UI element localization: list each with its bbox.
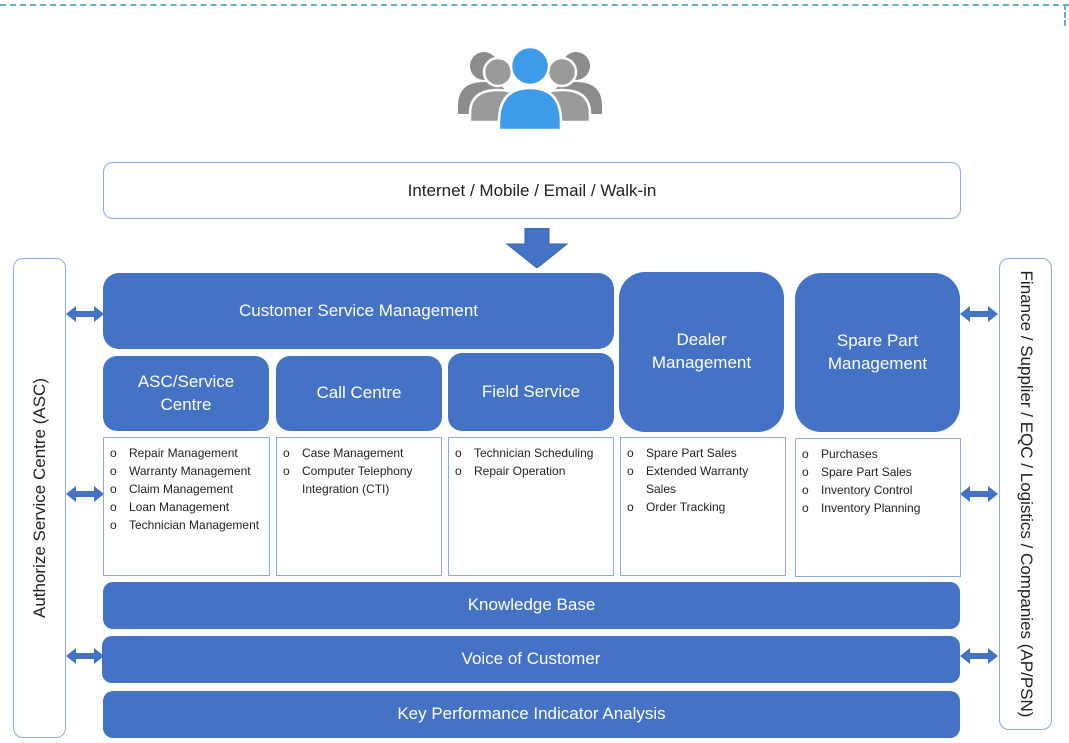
list-item: o Order Tracking [627,498,781,516]
asc-service-centre-label: ASC/Service Centre [137,371,235,414]
list-item: o Spare Part Sales [802,463,956,481]
list-item-text: Repair Operation [474,464,566,478]
voice-of-customer-label: Voice of Customer [461,649,601,669]
bidirectional-arrow-icon [960,306,998,322]
list-item-text: Warranty Management [129,464,251,478]
list-item-text: Technician Management [129,518,260,532]
list-item-text: Extended Warranty Sales [646,464,749,496]
call-centre-label: Call Centre [316,383,402,403]
customer-service-management-block: Customer Service Management [103,273,614,349]
kpi-analysis-bar: Key Performance Indicator Analysis [103,691,960,738]
channels-box: Internet / Mobile / Email / Walk-in [103,162,961,219]
bullet-icon: o [110,464,117,478]
field-service-label: Field Service [481,381,581,401]
voice-of-customer-bar: Voice of Customer [102,636,960,683]
list-item-text: Technician Scheduling [474,446,594,460]
list-item: o Spare Part Sales [627,444,781,462]
list-item: o Technician Scheduling [455,444,609,462]
kpi-analysis-label: Key Performance Indicator Analysis [397,704,666,724]
list-item: o Repair Management [110,444,265,462]
dealer-management-block: Dealer Management [619,272,784,432]
partners-side-panel: Finance / Supplier / EQC / Logistics / C… [999,258,1052,730]
bullet-icon: o [455,446,462,460]
list-item: o Loan Management [110,498,265,516]
bidirectional-arrow-icon [960,486,998,502]
spare-part-management-label: Spare Part Management [827,330,928,373]
dealer-management-label: Dealer Management [651,330,752,372]
bidirectional-arrow-icon [66,486,104,502]
list-item: o Claim Management [110,480,265,498]
list-item: o Purchases [802,445,956,463]
bullet-icon: o [802,465,809,479]
list-item-text: Loan Management [129,500,230,514]
list-item: o Inventory Control [802,481,956,499]
bullet-icon: o [283,464,290,478]
list-item: o Computer Telephony Integration (CTI) [283,462,437,498]
list-item: o Warranty Management [110,462,265,480]
bullet-icon: o [283,446,290,460]
knowledge-base-label: Knowledge Base [467,595,596,615]
spare-part-management-block: Spare Part Management [795,273,960,432]
bullet-icon: o [110,518,117,532]
list-item-text: Purchases [821,447,878,461]
list-item-text: Repair Management [129,446,238,460]
list-item: o Technician Management [110,516,265,534]
bullet-icon: o [110,500,117,514]
field-service-block: Field Service [448,353,614,431]
users-group-icon [458,45,602,132]
customer-service-management-label: Customer Service Management [238,300,479,320]
asc-side-panel: Authorize Service Centre (ASC) [13,258,66,738]
bullet-icon: o [110,482,117,496]
call-centre-block: Call Centre [276,356,442,431]
bullet-icon: o [627,500,634,514]
list-item: o Inventory Planning [802,499,956,517]
bullet-icon: o [110,446,117,460]
list-item-text: Case Management [302,446,404,460]
list-item: o Extended Warranty Sales [627,462,781,498]
bullet-icon: o [627,464,634,478]
bullet-icon: o [455,464,462,478]
partners-side-label: Finance / Supplier / EQC / Logistics / C… [1016,270,1036,718]
asc-service-centre-block: ASC/Service Centre [103,356,269,431]
bidirectional-arrow-icon [66,306,104,322]
user-primary-icon [497,45,563,132]
bullet-icon: o [627,446,634,460]
channels-label: Internet / Mobile / Email / Walk-in [407,180,657,200]
list-item-text: Inventory Planning [821,501,921,515]
bidirectional-arrow-icon [66,648,104,664]
list-item-text: Computer Telephony Integration (CTI) [302,464,413,496]
bullet-icon: o [802,501,809,515]
list-item-text: Spare Part Sales [821,465,912,479]
list-item-text: Spare Part Sales [646,446,737,460]
list-item-text: Order Tracking [646,500,726,514]
bullet-icon: o [802,483,809,497]
top-border-dashed [0,4,1069,6]
knowledge-base-bar: Knowledge Base [103,582,960,629]
asc-side-label: Authorize Service Centre (ASC) [29,378,49,618]
bidirectional-arrow-icon [960,648,998,664]
list-item-text: Inventory Control [821,483,913,497]
list-item-text: Claim Management [129,482,234,496]
bullet-icon: o [802,447,809,461]
down-arrow-icon [505,228,569,268]
list-item: o Repair Operation [455,462,609,480]
right-border-dashed [1064,4,1066,26]
list-item: o Case Management [283,444,437,462]
